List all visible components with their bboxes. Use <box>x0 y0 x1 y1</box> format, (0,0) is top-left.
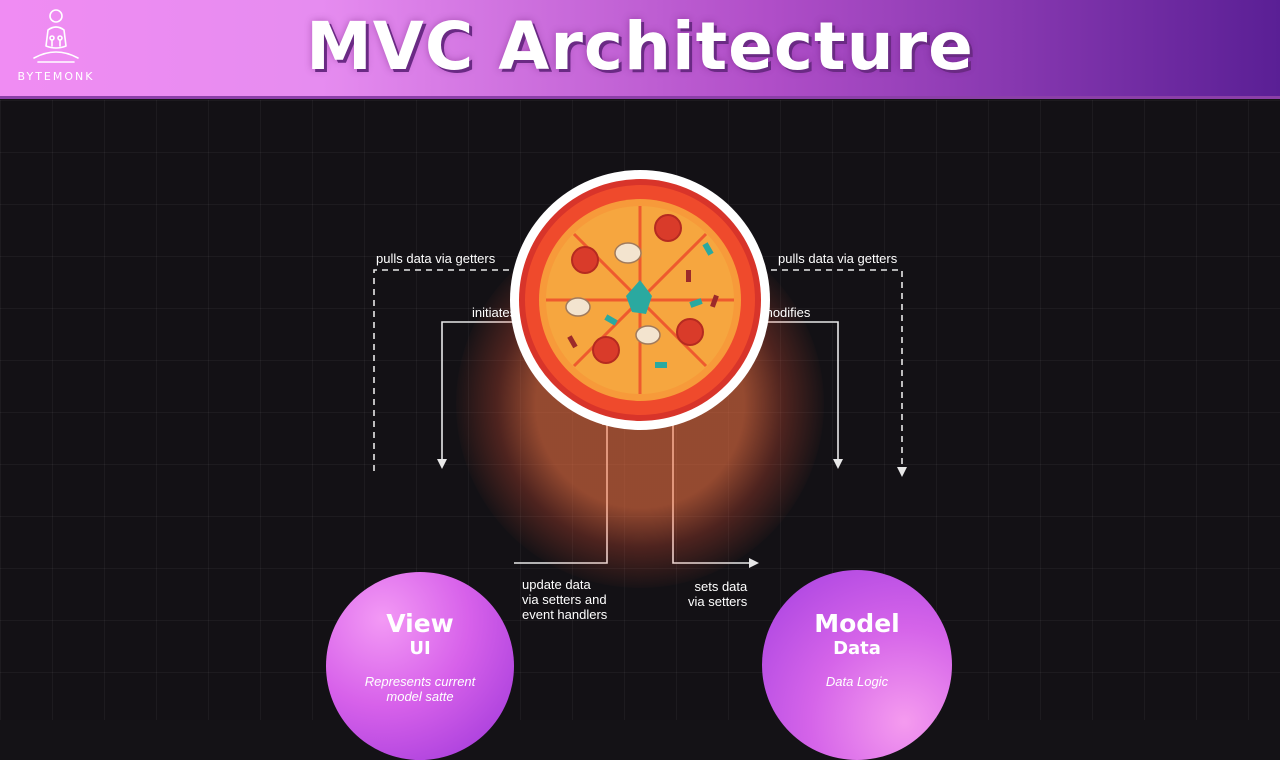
diagram-canvas: pulls data via getters pulls data via ge… <box>0 100 1280 760</box>
pulls-data-left-label: pulls data via getters <box>376 251 496 266</box>
title-banner: BYTEMONK MVC Architecture <box>0 0 1280 96</box>
bytemonk-logo: BYTEMONK <box>8 6 104 88</box>
pulls-left-connector <box>373 269 520 475</box>
sets-data-label: sets data via setters <box>688 579 748 609</box>
modifies-label: modifies <box>762 305 811 320</box>
brand-name: BYTEMONK <box>17 70 95 83</box>
view-description: Represents current model satte <box>364 674 476 704</box>
monk-icon <box>33 9 79 63</box>
page-title: MVC Architecture <box>306 8 974 85</box>
update-data-label: update data via setters and event handle… <box>522 577 608 622</box>
view-title: View <box>386 609 454 638</box>
view-subtitle: UI <box>409 638 431 659</box>
pulls-data-right-label: pulls data via getters <box>778 251 898 266</box>
pizza-icon <box>510 170 770 430</box>
model-subtitle: Data <box>833 638 881 659</box>
model-node: Model Data Data Logic <box>762 570 952 760</box>
view-node: View UI Represents current model satte <box>326 572 514 760</box>
model-title: Model <box>814 609 900 638</box>
initiates-label: initiates <box>472 305 517 320</box>
pulls-right-connector <box>760 269 907 477</box>
model-description: Data Logic <box>825 674 889 689</box>
